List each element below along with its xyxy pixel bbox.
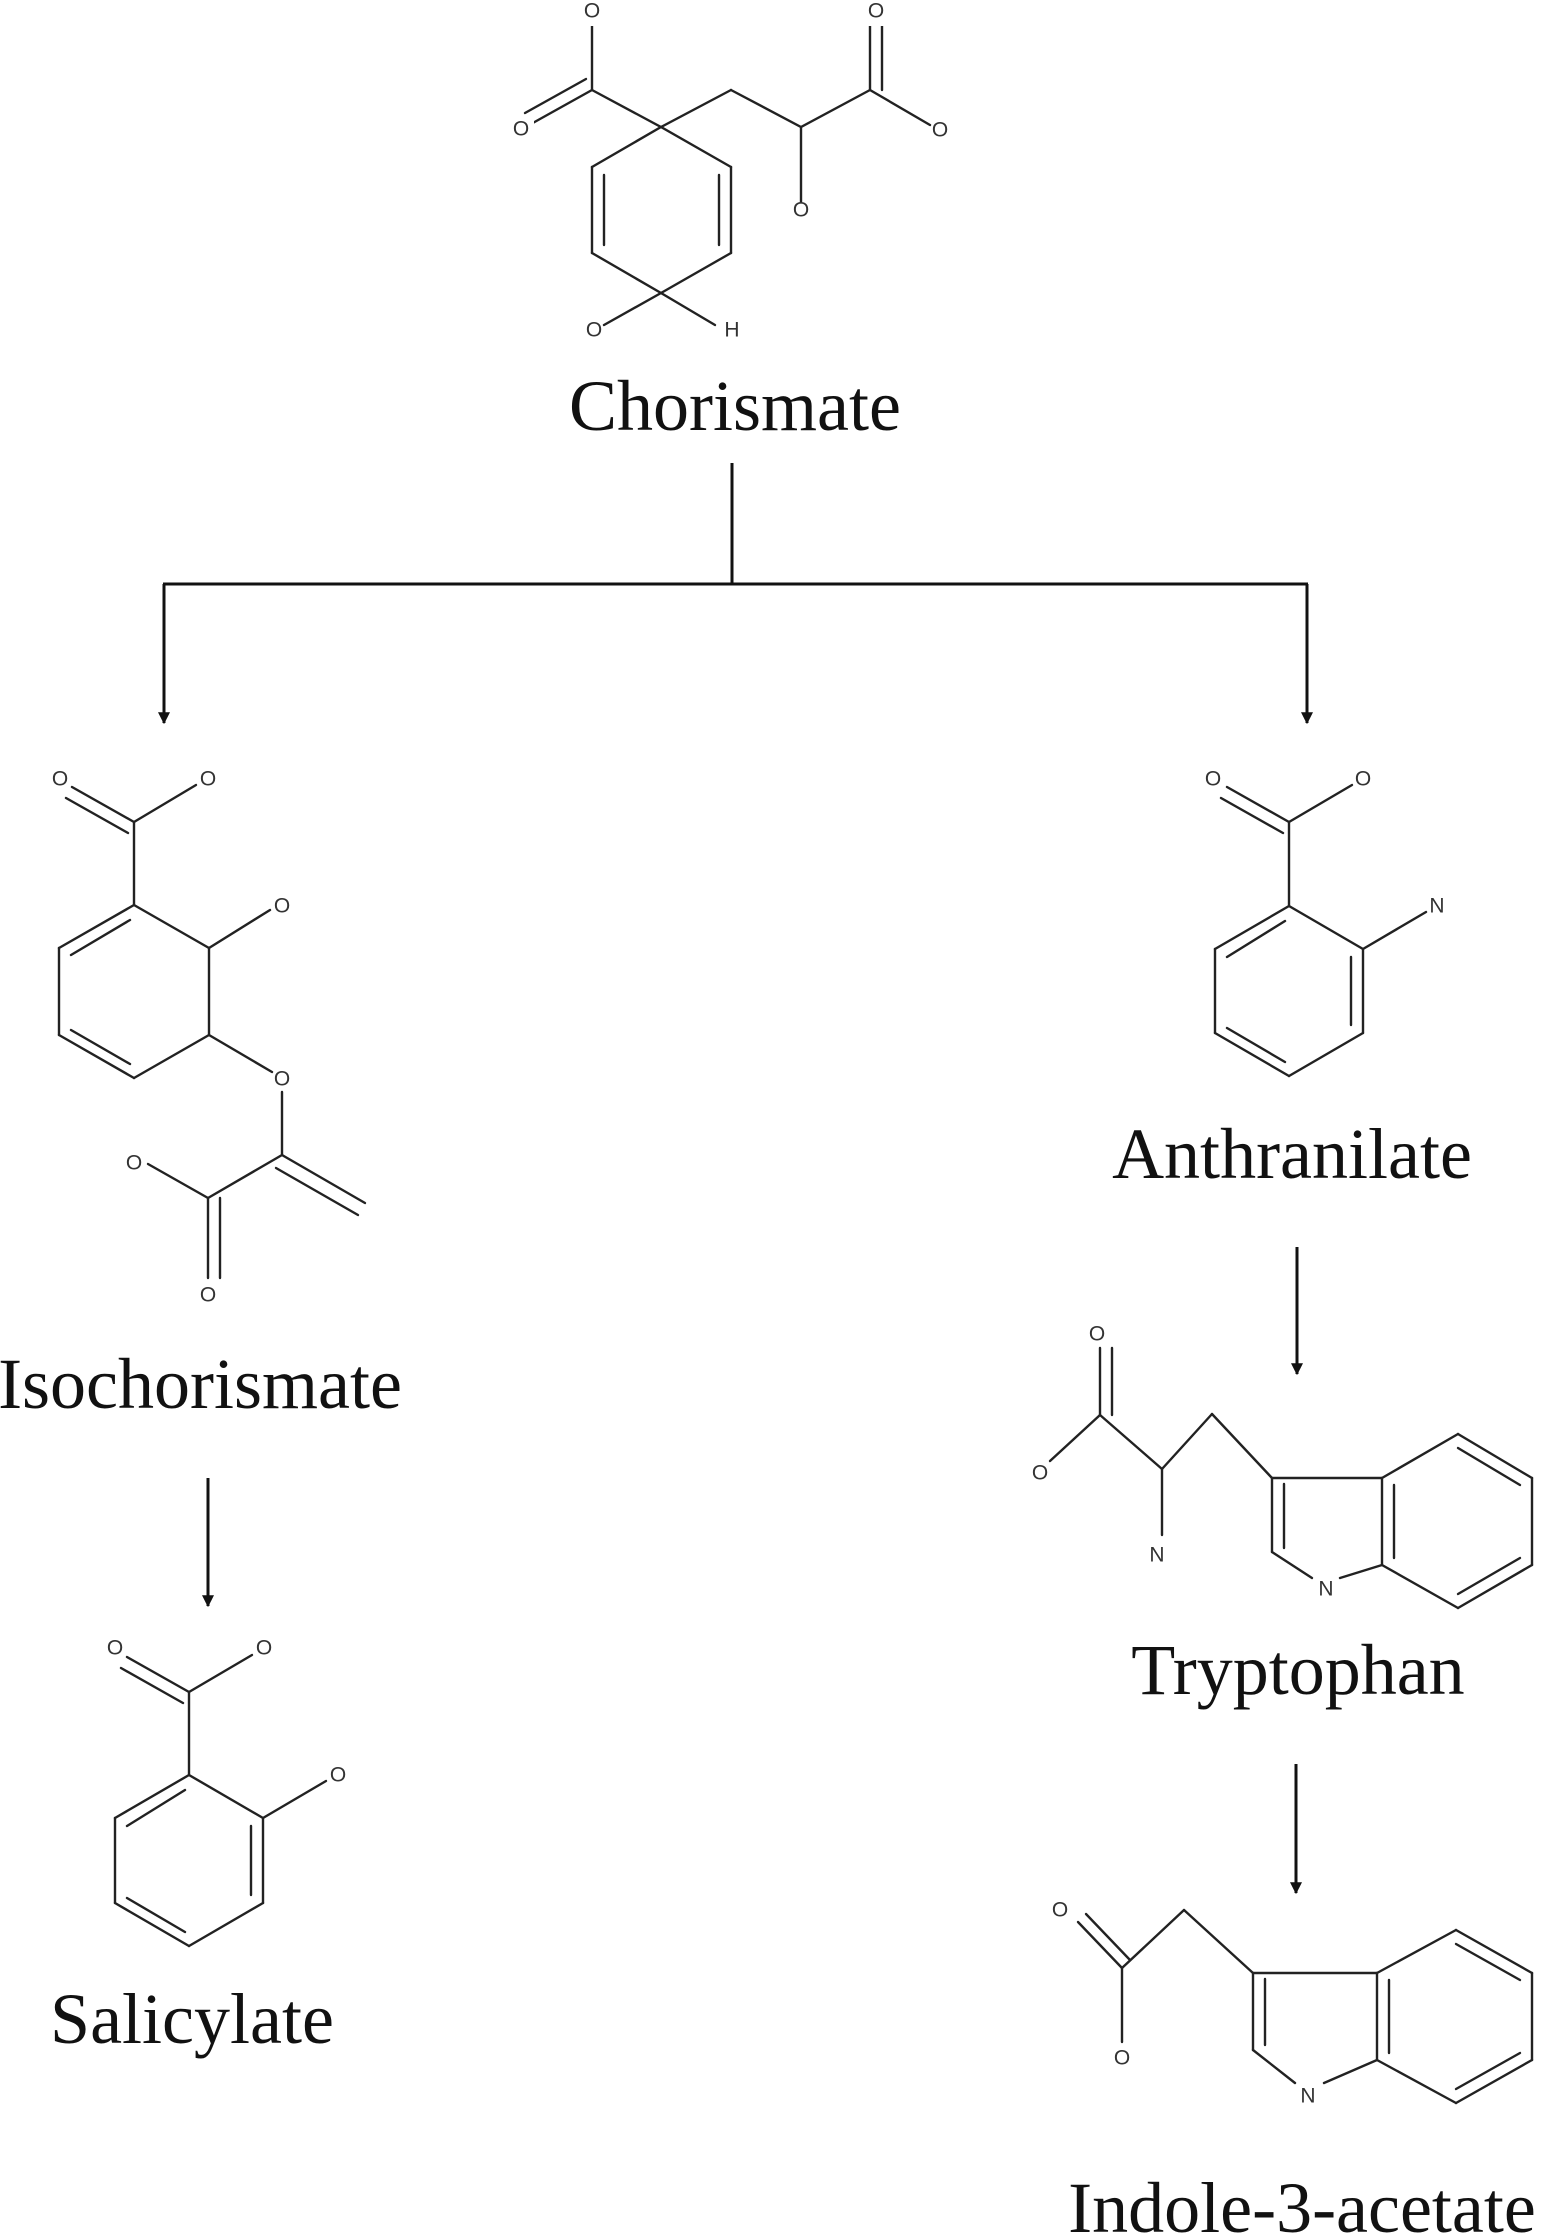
atom-o: O — [586, 319, 602, 342]
atom-o: O — [868, 0, 884, 23]
atom-o: O — [200, 768, 216, 791]
atom-o: O — [793, 199, 809, 222]
label-tryptophan: Tryptophan — [1131, 1630, 1464, 1710]
atom-o: O — [256, 1637, 272, 1660]
atom-o: O — [1205, 768, 1221, 791]
atom-n: N — [1300, 2085, 1315, 2108]
label-chorismate: Chorismate — [569, 366, 901, 446]
atom-o: O — [126, 1152, 142, 1175]
atom-o: O — [274, 1068, 290, 1091]
label-indole-3-acetate: Indole-3-acetate — [1068, 2168, 1536, 2235]
atom-o: O — [274, 895, 290, 918]
atom-o: O — [932, 119, 948, 142]
isochorismate-structure: O O O O O O — [52, 768, 367, 1307]
atom-o: O — [1052, 1899, 1068, 1922]
atom-o: O — [52, 768, 68, 791]
salicylate-structure: O O O — [107, 1637, 346, 1948]
atom-n: N — [1149, 1544, 1164, 1567]
tryptophan-structure: O O N N — [1032, 1323, 1534, 1610]
atom-o: O — [584, 0, 600, 23]
atom-n: N — [1318, 1578, 1333, 1601]
atom-o: O — [1032, 1462, 1048, 1485]
label-anthranilate: Anthranilate — [1112, 1114, 1472, 1194]
atom-o: O — [1355, 768, 1371, 791]
atom-o: O — [107, 1637, 123, 1660]
atom-n: N — [1429, 895, 1444, 918]
indole-3-acetate-structure: O O N — [1052, 1899, 1534, 2108]
atom-o: O — [200, 1284, 216, 1307]
atom-o: O — [330, 1764, 346, 1787]
atom-o: O — [513, 118, 529, 141]
label-salicylate: Salicylate — [50, 1979, 334, 2059]
atom-o: O — [1089, 1323, 1105, 1346]
label-isochorismate: Isochorismate — [0, 1344, 402, 1424]
chorismate-structure: O O O O O O H — [508, 0, 948, 342]
atom-o: O — [1114, 2047, 1130, 2070]
anthranilate-structure: O O N — [1205, 768, 1445, 1078]
branch-connector — [158, 463, 1313, 725]
atom-h: H — [724, 319, 739, 342]
